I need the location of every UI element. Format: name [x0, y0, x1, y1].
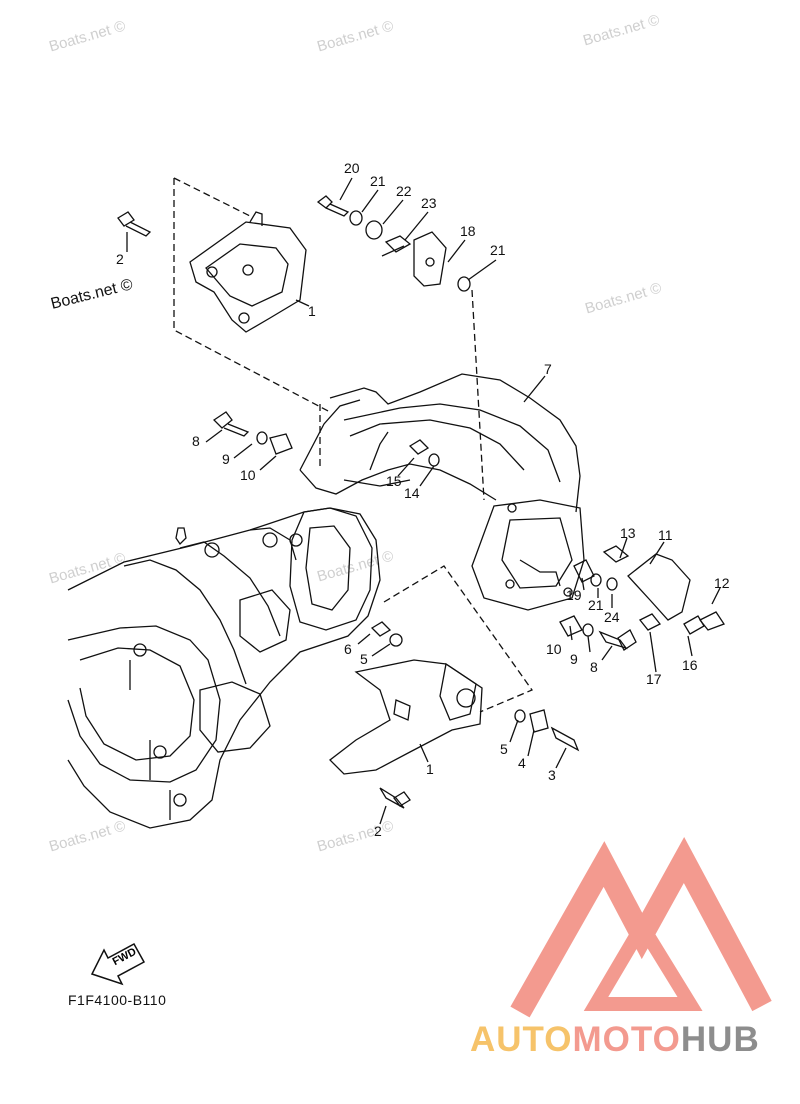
- callout-21: 21: [490, 242, 506, 258]
- brand-part-hub: HUB: [680, 1020, 760, 1059]
- diagram-code: F1F4100-B110: [68, 992, 167, 1008]
- callout-2: 2: [116, 251, 124, 267]
- callout-19: 19: [566, 587, 582, 603]
- brand-logo-text: AUTOMOTOHUB: [470, 1020, 760, 1060]
- callout-24: 24: [604, 609, 620, 625]
- callout-2: 2: [374, 823, 382, 839]
- callout-22: 22: [396, 183, 412, 199]
- callout-14: 14: [404, 485, 420, 501]
- callout-7: 7: [544, 361, 552, 377]
- callout-12: 12: [714, 575, 730, 591]
- callout-15: 15: [386, 473, 402, 489]
- callout-17: 17: [646, 671, 662, 687]
- callout-9: 9: [570, 651, 578, 667]
- callout-20: 20: [344, 160, 360, 176]
- callout-16: 16: [682, 657, 698, 673]
- callout-6: 6: [344, 641, 352, 657]
- callout-8: 8: [192, 433, 200, 449]
- callout-8: 8: [590, 659, 598, 675]
- callout-9: 9: [222, 451, 230, 467]
- callout-18: 18: [460, 223, 476, 239]
- callout-5: 5: [360, 651, 368, 667]
- callout-5: 5: [500, 741, 508, 757]
- brand-part-moto: MOTO: [572, 1020, 681, 1059]
- brand-part-auto: AUTO: [470, 1020, 573, 1059]
- callout-1: 1: [426, 761, 434, 777]
- callout-23: 23: [421, 195, 437, 211]
- callout-21: 21: [370, 173, 386, 189]
- callout-21: 21: [588, 597, 604, 613]
- callout-3: 3: [548, 767, 556, 783]
- callout-10: 10: [240, 467, 256, 483]
- callout-1: 1: [308, 303, 316, 319]
- callout-10: 10: [546, 641, 562, 657]
- callout-13: 13: [620, 525, 636, 541]
- callout-11: 11: [658, 527, 673, 543]
- callout-4: 4: [518, 755, 526, 771]
